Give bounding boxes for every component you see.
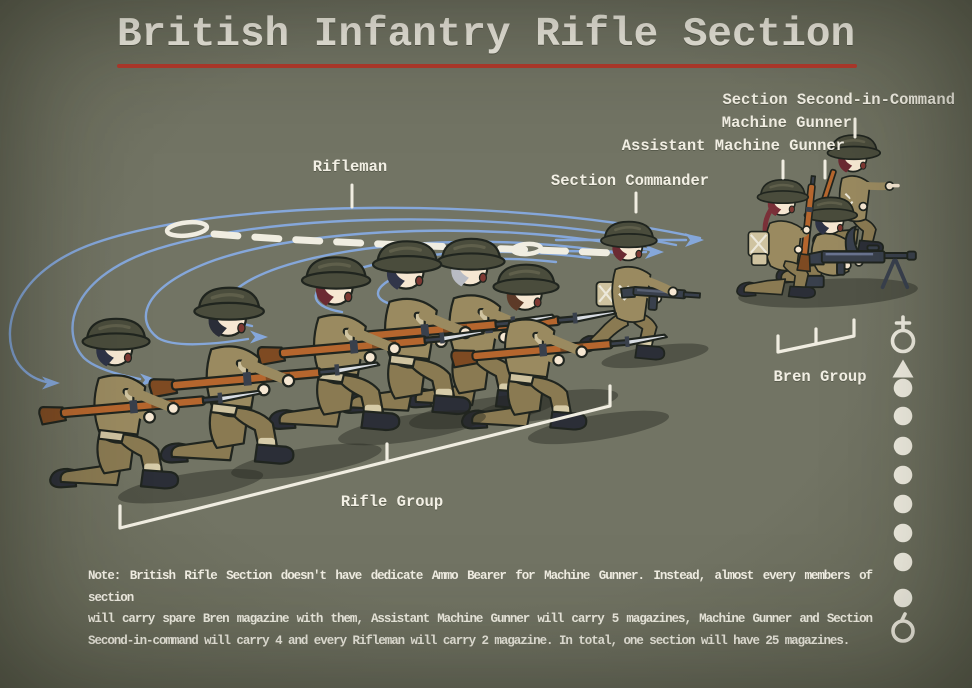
label-section-commander: Section Commander [550,172,710,190]
symbol-dot [893,465,913,485]
soldier-assistant-machine-gunner [737,175,820,297]
footnote-line: Note: British Rifle Section doesn't have… [88,569,873,605]
footnote-line: Second-in-command will carry 4 and every… [88,633,850,648]
unit-symbol-column [890,315,916,643]
symbol-triangle [892,359,914,378]
symbol-circle-cross [890,315,916,354]
label-second-in-command: Section Second-in-Command [722,91,955,109]
symbol-dot [893,552,913,572]
rifle-group-bracket [118,384,612,530]
symbol-dot [893,378,913,398]
label-rifle-group: Rifle Group [340,493,444,511]
symbol-dot [893,588,913,608]
footnote: Note: British Rifle Section doesn't have… [88,566,873,652]
label-assistant-machine-gunner: Assistant Machine Gunner [621,137,845,155]
symbol-dot [893,523,913,543]
symbol-dot [893,436,913,456]
page-title: British Infantry Rifle Section [116,12,856,58]
symbol-open-circle [891,612,915,643]
label-leader-ticks [350,117,857,214]
figures-layer [39,135,918,510]
symbol-dot [893,494,913,514]
label-machine-gunner: Machine Gunner [721,114,852,132]
label-rifleman: Rifleman [312,158,388,176]
footnote-line: will carry spare Bren magazine with them… [88,612,873,626]
group-brackets [118,318,856,530]
symbol-dot [893,406,913,426]
title-underline [117,64,857,68]
label-bren-group: Bren Group [773,368,867,386]
